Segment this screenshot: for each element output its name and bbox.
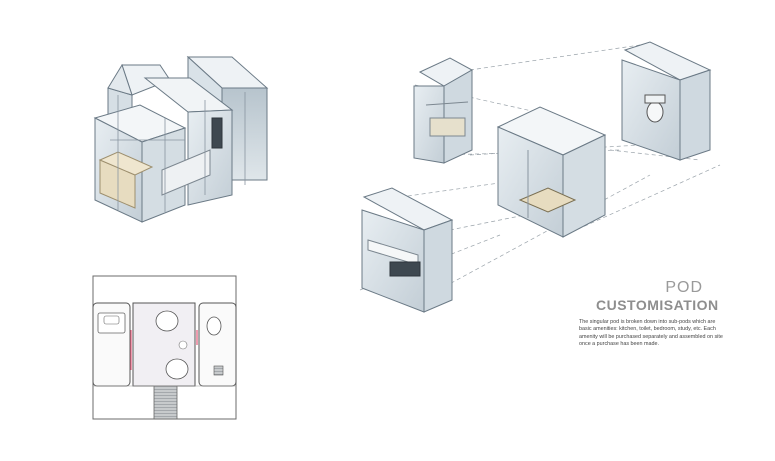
plan-shower-drain [213,365,224,376]
kitchen-pod-side [443,69,473,164]
bedroom-pod-right [423,219,453,313]
study-pod-right [562,134,606,238]
plan-table [178,340,188,350]
toilet-tank [644,94,666,104]
plan-pillow [103,315,120,325]
floor-plan [92,275,237,420]
toilet-pod-right [679,69,711,161]
plan-stairs [153,385,178,420]
assembled-pod-cluster [93,55,269,223]
study-platform [518,187,577,213]
counter [161,149,211,196]
plan-chair-bottom [165,358,189,380]
title-pod: POD [665,279,703,296]
frame-mullions [110,92,246,212]
description-text: The singular pod is broken down into sub… [579,319,723,347]
bedroom-desk [389,261,421,277]
plan-accents [130,330,198,370]
kitchen-shelf [425,101,469,106]
title-customisation: CUSTOMISATION [596,297,719,313]
toilet-bowl [646,101,664,123]
plan-toilet [206,316,222,336]
title-block: POD CUSTOMISATION The singular pod is br… [579,280,739,348]
pod-back-left-top-edge [107,63,133,96]
kitchen-pod [413,57,474,164]
toilet-pod [621,41,712,161]
appliance [211,117,223,149]
study-pod [496,106,607,238]
bed-top [98,151,154,176]
plan-chair-top [155,310,179,332]
kitchen-counter [429,117,466,137]
bedroom-pod [361,187,454,313]
